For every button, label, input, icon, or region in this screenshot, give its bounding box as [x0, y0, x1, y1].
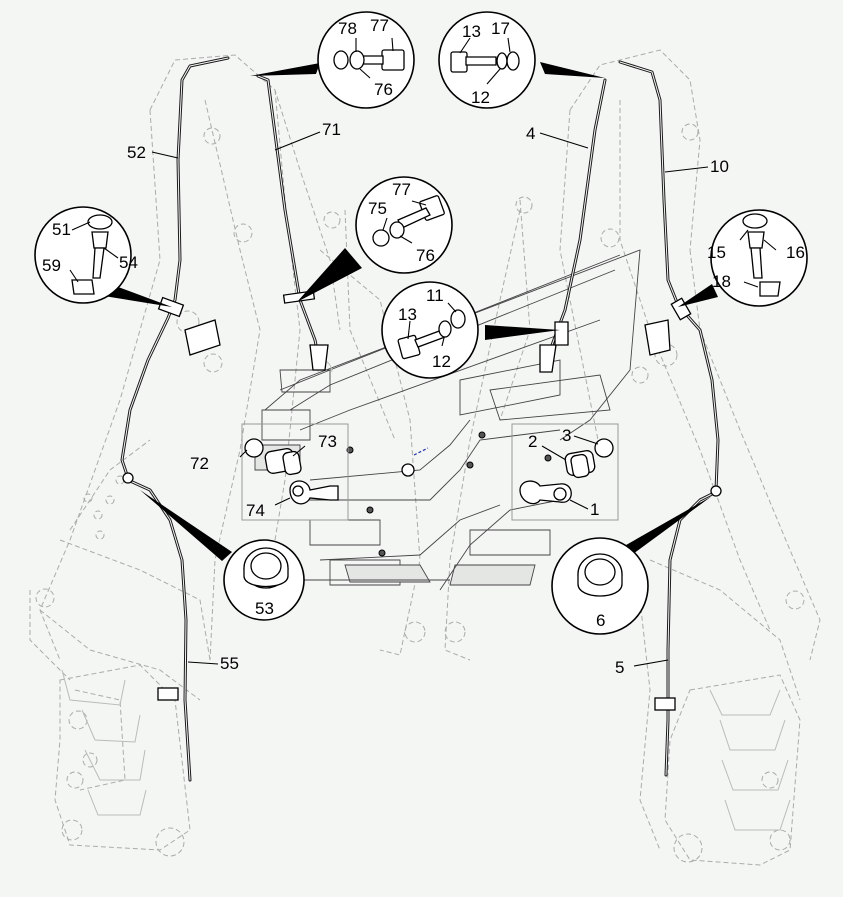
hydraulic-hoses — [120, 56, 720, 782]
hose-fittings — [122, 290, 722, 711]
label-13-center: 13 — [398, 305, 417, 324]
label-52: 52 — [127, 143, 146, 162]
label-18: 18 — [712, 272, 731, 291]
label-11: 11 — [426, 286, 444, 305]
fitting-cluster-right — [519, 435, 614, 510]
label-55: 55 — [220, 654, 239, 673]
detail-bubble-screw-left — [34, 206, 132, 304]
label-71: 71 — [322, 120, 341, 139]
label-77-top: 77 — [370, 16, 389, 35]
detail-bubble-bolt-valve — [381, 281, 479, 379]
callout-wedges — [104, 62, 718, 562]
fitting-cluster-left — [239, 438, 339, 506]
label-4: 4 — [526, 124, 535, 143]
label-77-center: 77 — [392, 180, 411, 199]
hose-5 — [664, 490, 718, 777]
part-number-labels: 78 77 76 13 17 12 52 71 4 10 77 75 76 51… — [42, 16, 805, 677]
label-73: 73 — [318, 432, 337, 451]
hose-10 — [618, 60, 720, 492]
label-78: 78 — [338, 19, 357, 38]
hose-71 — [256, 74, 322, 367]
label-75: 75 — [368, 199, 387, 218]
leader-lines — [151, 131, 709, 667]
label-76-center: 76 — [416, 246, 435, 265]
foot-detail — [61, 669, 791, 831]
boom-frame-outline — [29, 49, 821, 866]
label-16: 16 — [786, 243, 805, 262]
label-15: 15 — [707, 243, 726, 262]
label-74: 74 — [246, 501, 265, 520]
label-17: 17 — [491, 19, 510, 38]
label-54: 54 — [119, 253, 138, 272]
detail-bubble-plug-left — [223, 539, 305, 621]
label-13-top: 13 — [462, 22, 481, 41]
detail-bubble-bolt-right — [438, 11, 536, 109]
label-2: 2 — [528, 432, 537, 451]
detail-bubble-bolt-left — [317, 11, 415, 109]
label-1: 1 — [590, 500, 599, 519]
label-53: 53 — [255, 599, 274, 618]
label-3: 3 — [562, 426, 571, 445]
label-72: 72 — [190, 454, 209, 473]
label-5: 5 — [615, 658, 624, 677]
label-10: 10 — [710, 157, 729, 176]
label-51: 51 — [52, 220, 71, 239]
label-76-top: 76 — [374, 80, 393, 99]
label-59: 59 — [42, 256, 61, 275]
detail-bubble-plug-right — [551, 537, 649, 635]
label-12-top: 12 — [471, 88, 490, 107]
label-6: 6 — [596, 611, 605, 630]
label-12-center: 12 — [432, 352, 451, 371]
detail-bubble-bolt-center — [355, 176, 453, 274]
detail-bubble-screw-right — [710, 209, 808, 307]
